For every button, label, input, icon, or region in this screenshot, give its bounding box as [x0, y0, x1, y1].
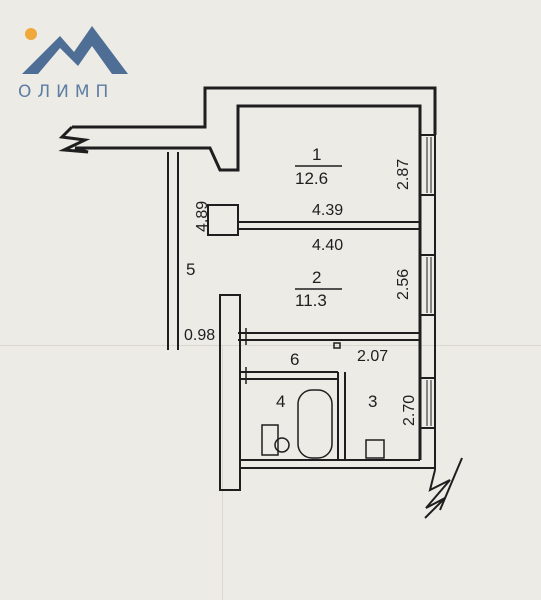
door-frame-hall — [219, 294, 241, 491]
dim-corridor-length: 4.89 — [194, 201, 211, 232]
room-6-number: 6 — [290, 350, 299, 369]
room-2-number: 2 — [312, 268, 321, 287]
toilet — [274, 437, 290, 453]
sink-bathroom — [261, 424, 279, 456]
entrance-wall-top — [72, 86, 437, 135]
dim-room1-height: 2.87 — [395, 159, 412, 190]
entrance-wall-bottom — [75, 104, 422, 172]
window-room1 — [419, 134, 436, 196]
break-mark-right — [424, 469, 451, 519]
sink-kitchen — [365, 439, 385, 459]
dim-room1-bottom-width: 4.39 — [312, 202, 343, 219]
mountain-icon — [22, 26, 128, 74]
dim-hall-length: 2.07 — [357, 348, 388, 365]
bathtub — [297, 389, 333, 459]
olimp-logo — [22, 26, 128, 74]
logo-text: ОЛИМП — [18, 82, 115, 102]
room-1-number: 1 — [312, 145, 321, 164]
window-room2 — [419, 254, 436, 316]
room-5-number: 5 — [186, 260, 195, 279]
wall-room1-room2 — [238, 221, 420, 230]
sun-icon — [25, 28, 37, 40]
wall-bottom — [240, 459, 435, 469]
break-mark-left — [58, 125, 91, 154]
paper-fold-line — [0, 345, 541, 346]
pillar-left — [207, 204, 239, 236]
room-1-area: 12.6 — [295, 169, 328, 188]
room-4-number: 4 — [276, 392, 285, 411]
dim-room2-height: 2.56 — [395, 269, 412, 300]
wall-room2-hall — [238, 332, 420, 341]
dim-room3-height: 2.70 — [401, 395, 418, 426]
dim-room2-top-width: 4.40 — [312, 237, 343, 254]
window-room3 — [419, 377, 436, 429]
wall-bathroom-right — [337, 372, 346, 460]
dim-passage-width: 0.98 — [184, 327, 215, 344]
room-2-area: 11.3 — [295, 291, 327, 310]
room-3-number: 3 — [368, 392, 377, 411]
paper-fold-line-vertical — [222, 345, 223, 600]
wall-bathroom-top — [240, 371, 338, 380]
